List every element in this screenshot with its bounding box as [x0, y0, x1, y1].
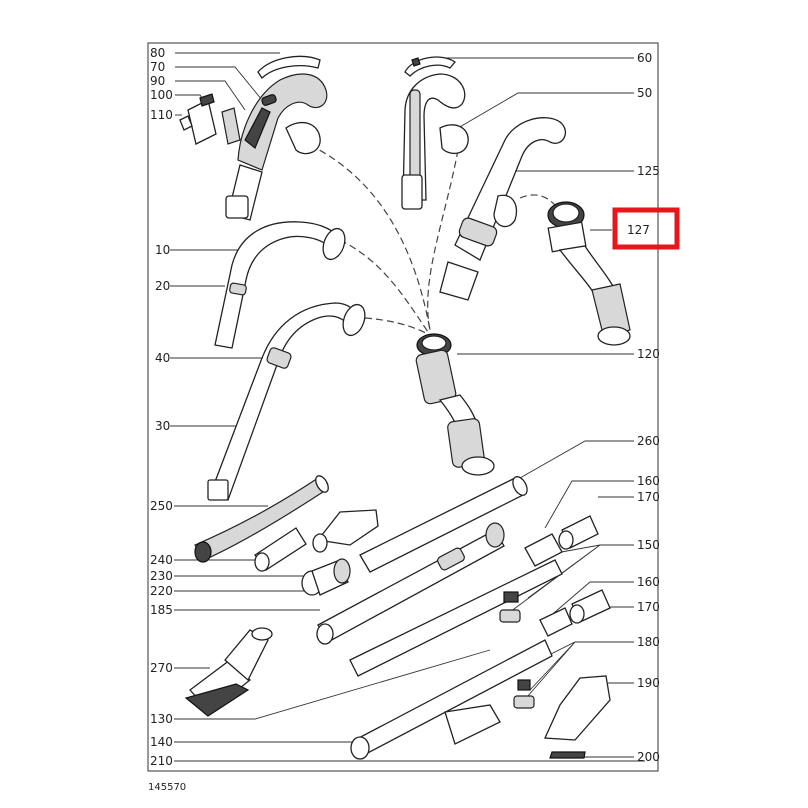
callout-130: 130: [150, 712, 173, 726]
callout-40: 40: [155, 351, 170, 365]
callout-30: 30: [155, 419, 170, 433]
bent-tube-30: [207, 302, 366, 501]
callout-labels: 80 70 90 100 110 60 50 125 127 10 20 40 …: [150, 46, 660, 768]
assembly-dash-lines: [309, 144, 556, 335]
diagram-frame: [147, 42, 659, 772]
callout-220: 220: [150, 584, 173, 598]
callout-127: 127: [627, 223, 650, 237]
callout-270: 270: [150, 661, 173, 675]
brush-270: [184, 627, 273, 717]
callout-180: 180: [637, 635, 660, 649]
callout-125: 125: [637, 164, 660, 178]
handle-assembly-right: [439, 117, 566, 301]
callout-210: 210: [150, 754, 173, 768]
callout-100: 100: [150, 88, 173, 102]
callout-260: 260: [637, 434, 660, 448]
bent-tube-10: [214, 221, 346, 349]
tube-260: [359, 476, 528, 573]
callout-190: 190: [637, 676, 660, 690]
flex-hose-250: [194, 475, 329, 563]
leader-lines: [170, 52, 645, 762]
callout-110: 110: [150, 108, 173, 122]
callout-60: 60: [637, 51, 652, 65]
handle-assembly-top-center: [401, 56, 469, 210]
drawing-number: 145570: [148, 782, 186, 793]
callout-160-upper: 160: [637, 474, 660, 488]
small-nozzles: [254, 509, 379, 596]
telescopic-tube-185: [316, 522, 505, 645]
callout-230: 230: [150, 569, 173, 583]
callout-140: 140: [150, 735, 173, 749]
callout-20: 20: [155, 279, 170, 293]
callout-200: 200: [637, 750, 660, 764]
callout-250: 250: [150, 499, 173, 513]
callout-70: 70: [150, 60, 165, 74]
callout-160-lower: 160: [637, 575, 660, 589]
connectors-lower: [350, 589, 611, 760]
hose-127: [547, 201, 631, 346]
highlight-box-127: [612, 207, 680, 250]
callout-90: 90: [150, 74, 165, 88]
callout-120: 120: [637, 347, 660, 361]
hose-120: [415, 333, 495, 476]
callout-10: 10: [155, 243, 170, 257]
connectors-upper: [349, 515, 599, 677]
callout-240: 240: [150, 553, 173, 567]
handle-assembly-top-left: [179, 55, 328, 221]
callout-150: 150: [637, 538, 660, 552]
callout-170-upper: 170: [637, 490, 660, 504]
crevice-tool: [444, 675, 611, 759]
callout-170-lower: 170: [637, 600, 660, 614]
callout-185: 185: [150, 603, 173, 617]
callout-50: 50: [637, 86, 652, 100]
callout-80: 80: [150, 46, 165, 60]
